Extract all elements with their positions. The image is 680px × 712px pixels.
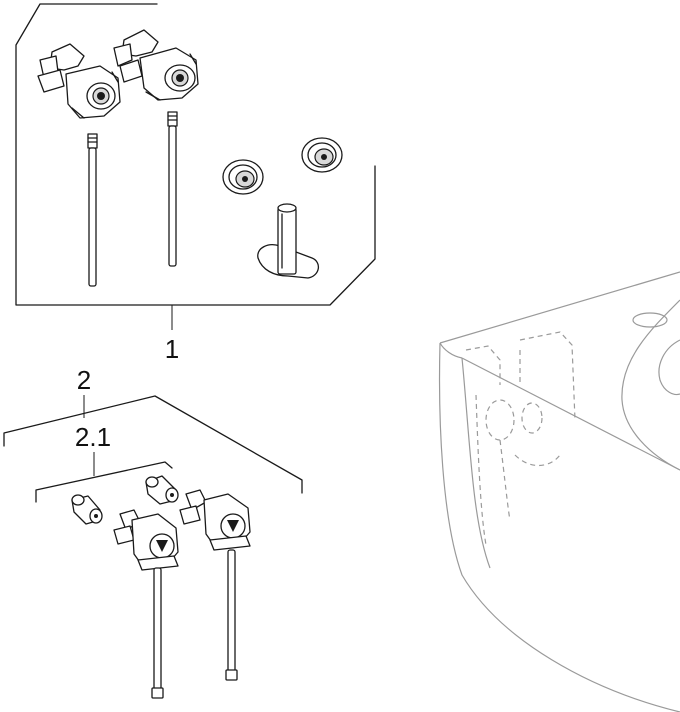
callout-set-1: 1 (165, 334, 179, 364)
washer-nut-2 (301, 137, 343, 173)
mounting-bolt-head-left (113, 509, 179, 571)
callout-set-2-1: 2.1 (75, 422, 111, 452)
fixing-bolt-head-right (113, 29, 199, 101)
set-2-1-bracket (35, 452, 173, 503)
wall-plug-1 (71, 494, 103, 525)
fixing-bolt-head-left (37, 43, 121, 119)
set-1-bracket (15, 3, 376, 330)
threaded-rod-2-left (151, 567, 164, 699)
ghost-basin-fixture (438, 271, 680, 712)
socket-key-tool (257, 203, 319, 279)
threaded-rod-left (87, 133, 98, 287)
wall-plug-2 (145, 475, 179, 505)
threaded-rod-2-right (225, 549, 238, 681)
callout-set-2: 2 (77, 365, 91, 395)
set-2-bracket (3, 395, 303, 494)
mounting-bolt-head-right (179, 489, 251, 551)
washer-nut-1 (222, 159, 264, 195)
threaded-rod-right (167, 111, 178, 267)
